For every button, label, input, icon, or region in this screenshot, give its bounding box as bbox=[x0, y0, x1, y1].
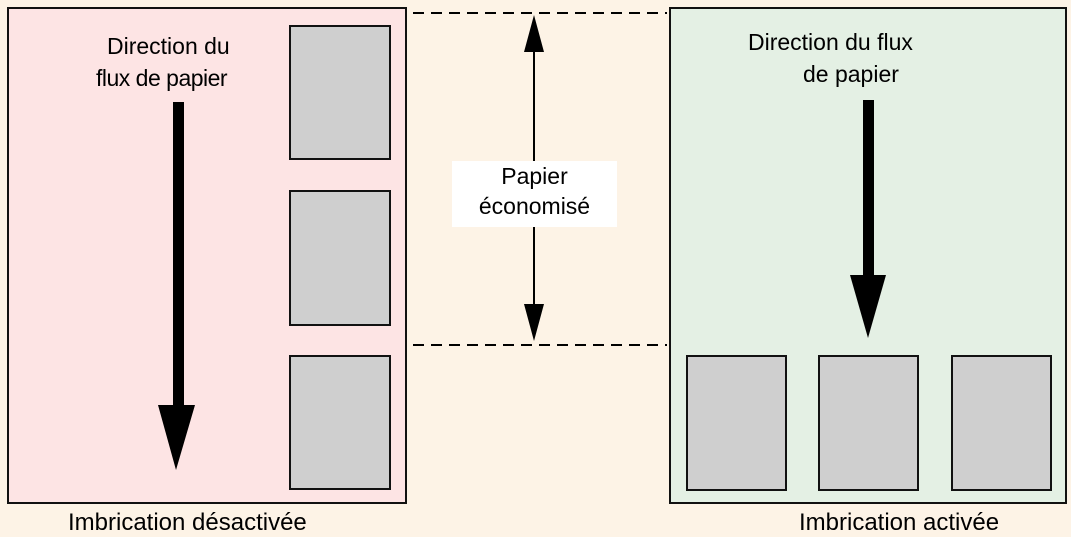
saved-arrow-head-top bbox=[524, 15, 544, 52]
flow-label-right-line1: Direction du flux bbox=[748, 29, 913, 55]
saved-paper-line1: Papier bbox=[501, 163, 568, 189]
saved-arrow-head-bottom bbox=[524, 304, 544, 341]
flow-arrow-right-head bbox=[850, 275, 886, 338]
saved-paper-label: Papier économisé bbox=[452, 161, 617, 227]
caption-nesting-off: Imbrication désactivée bbox=[68, 509, 307, 536]
saved-paper-line2: économisé bbox=[478, 193, 591, 219]
sheet-left-2 bbox=[289, 190, 391, 326]
sheet-right-3 bbox=[951, 355, 1052, 491]
sheet-right-2 bbox=[818, 355, 919, 491]
sheet-right-1 bbox=[686, 355, 787, 491]
sheet-left-1 bbox=[289, 25, 391, 160]
flow-label-left-line1: Direction du bbox=[107, 33, 230, 59]
flow-arrow-left-head bbox=[158, 405, 195, 470]
sheet-left-3 bbox=[289, 355, 391, 490]
flow-arrow-right-shaft bbox=[863, 100, 874, 280]
flow-arrow-left-shaft bbox=[173, 102, 184, 410]
flow-label-left-line2: flux de papier bbox=[96, 65, 228, 91]
caption-nesting-on: Imbrication activée bbox=[799, 509, 1000, 536]
flow-label-right-line2: de papier bbox=[803, 61, 899, 87]
